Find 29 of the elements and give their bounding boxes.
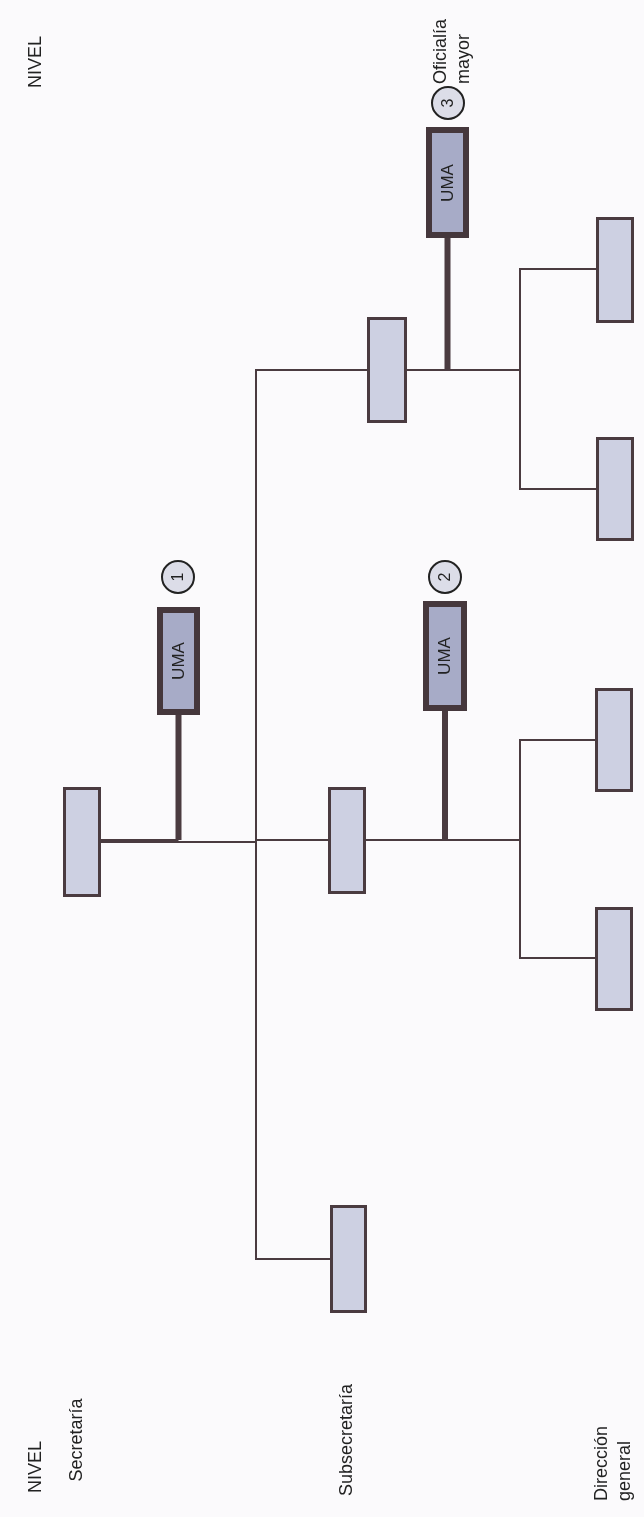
staff-connector xyxy=(365,711,448,841)
staff-unit-box xyxy=(423,601,467,711)
org-box xyxy=(330,1205,367,1313)
staff-connector xyxy=(406,238,451,371)
unit-label: UMA xyxy=(168,642,189,680)
org-box xyxy=(596,217,634,323)
level-name: Dirección general xyxy=(589,1424,635,1501)
org-box xyxy=(596,437,634,541)
level-name: Oficialía mayor xyxy=(428,17,474,84)
staff-connector xyxy=(100,715,182,841)
callout-circle xyxy=(161,560,195,594)
staff-unit-box xyxy=(426,127,469,238)
staff-unit-box xyxy=(157,607,200,715)
callout-number: 3 xyxy=(439,98,457,108)
callout-circle xyxy=(431,86,465,120)
level-heading: NIVEL xyxy=(23,36,46,88)
org-box xyxy=(328,787,366,894)
org-box xyxy=(367,317,407,423)
level-name: Secretaría xyxy=(64,1398,87,1482)
org-box xyxy=(63,787,101,897)
unit-label: UMA xyxy=(435,637,455,675)
callout-number: 2 xyxy=(436,572,454,582)
callout-number: 1 xyxy=(169,572,187,582)
level-name: Subsecretaría xyxy=(334,1383,357,1497)
unit-label: UMA xyxy=(437,163,458,202)
callout-circle xyxy=(428,560,462,594)
org-box xyxy=(595,688,633,792)
org-box xyxy=(595,907,633,1011)
level-heading: NIVEL xyxy=(23,1441,46,1493)
